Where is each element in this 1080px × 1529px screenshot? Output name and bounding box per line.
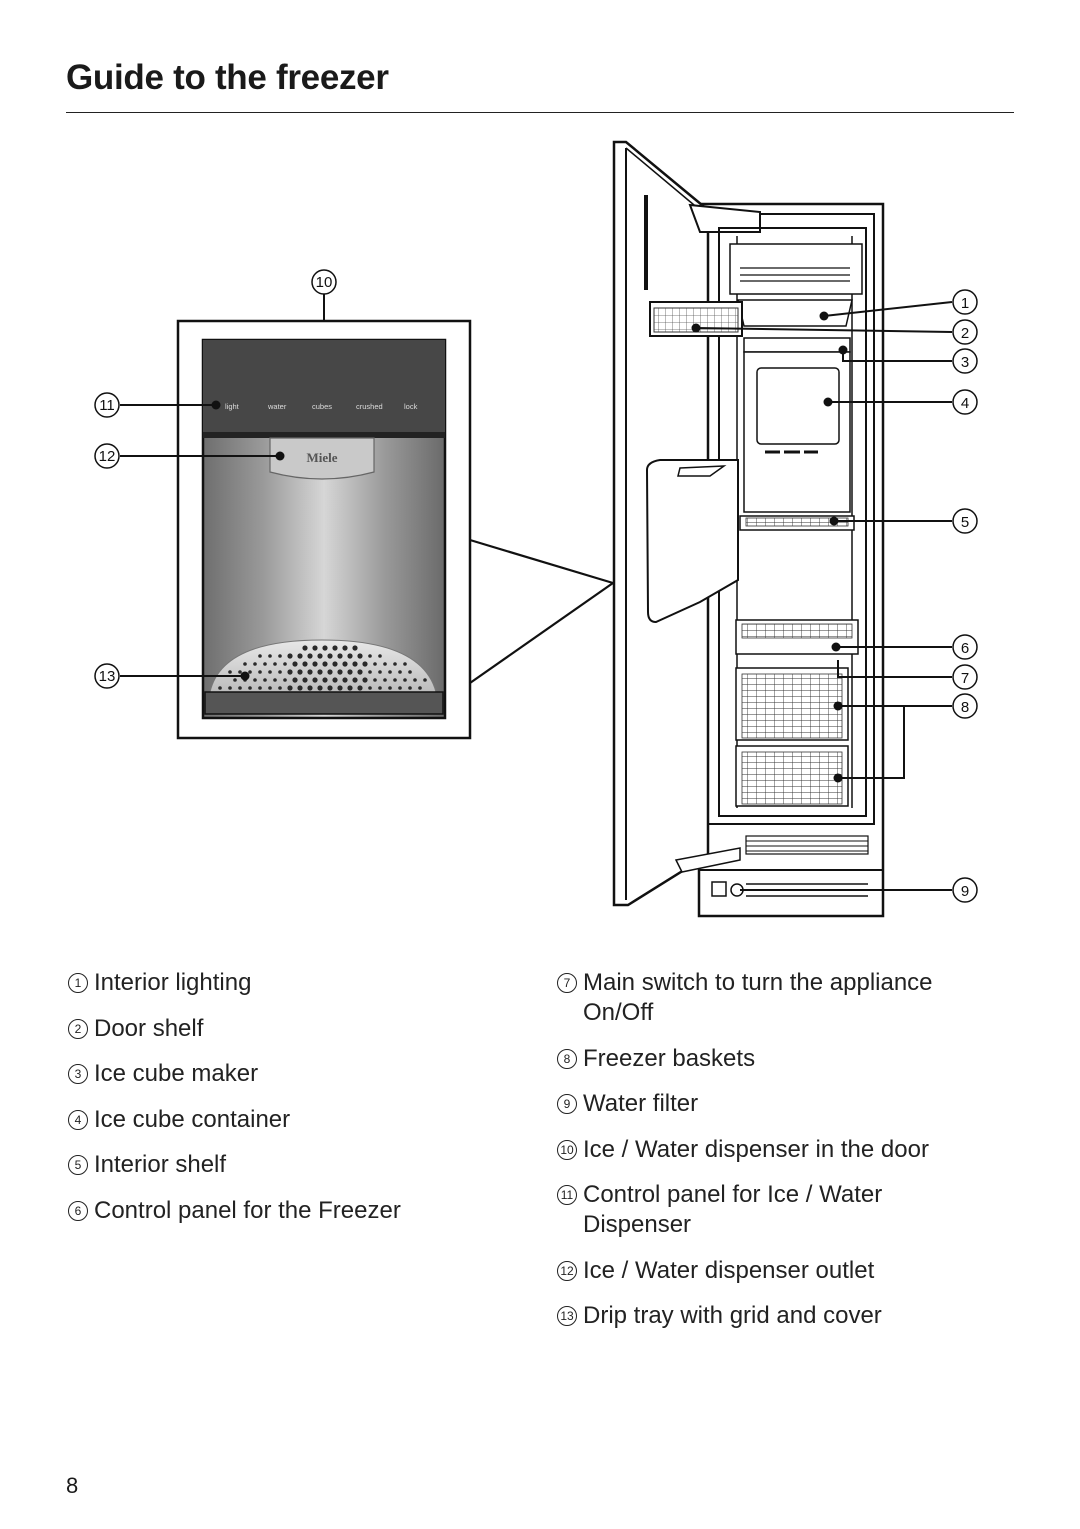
panel-label-lock: lock <box>404 402 418 411</box>
callout-6: 6 <box>952 634 978 660</box>
legend-text: Control panel for the Freezer <box>94 1196 401 1224</box>
legend-number: 2 <box>68 1018 88 1039</box>
legend-item-12: 12 Ice / Water dispenser outlet <box>557 1256 977 1286</box>
legend-item-11: 11 Control panel for Ice / Water Dispens… <box>557 1180 977 1240</box>
svg-text:13: 13 <box>99 668 116 685</box>
svg-text:12: 12 <box>99 448 116 465</box>
page-number: 8 <box>66 1473 79 1498</box>
legend-text: Interior shelf <box>94 1151 227 1178</box>
svg-text:1: 1 <box>961 295 969 312</box>
callout-7: 7 <box>952 664 978 690</box>
legend-number: 7 <box>557 973 577 993</box>
svg-text:4: 4 <box>961 395 969 412</box>
freezer-cabinet <box>612 140 885 918</box>
svg-text:5: 5 <box>961 514 969 531</box>
legend-item-8: 8 Freezer baskets <box>557 1044 977 1074</box>
legend-item-10: 10 Ice / Water dispenser in the door <box>557 1135 977 1165</box>
legend-number: 13 <box>557 1306 577 1326</box>
legend-number: 12 <box>557 1260 577 1281</box>
callout-10: 10 <box>311 269 337 295</box>
legend-text: Ice cube maker <box>94 1060 259 1087</box>
legend-text: Main switch to turn the appliance On/Off <box>583 969 933 1026</box>
freezer-diagram: light water cubes crushed lock Miele <box>94 140 978 918</box>
svg-text:2: 2 <box>961 325 969 342</box>
drip-tray-grid <box>218 645 427 691</box>
callout-13: 13 <box>94 663 120 689</box>
legend-number: 5 <box>68 1155 88 1175</box>
svg-text:9: 9 <box>961 883 969 900</box>
legend-number: 4 <box>68 1109 88 1130</box>
legend-number: 11 <box>557 1185 577 1205</box>
legend-text: Ice / Water dispenser outlet <box>583 1256 875 1284</box>
panel-label-light: light <box>225 402 240 411</box>
svg-text:8: 8 <box>961 699 969 716</box>
legend-number: 1 <box>68 973 88 993</box>
callout-3: 3 <box>952 348 978 374</box>
callout-12: 12 <box>94 443 120 469</box>
legend-text: Water filter <box>583 1090 699 1117</box>
legend-number: 9 <box>557 1094 577 1114</box>
legend-text: Ice / Water dispenser in the door <box>583 1135 929 1163</box>
legend-number: 3 <box>68 1064 88 1084</box>
callout-9: 9 <box>952 877 978 903</box>
panel-label-crushed: crushed <box>356 402 383 411</box>
callout-1: 1 <box>952 289 978 315</box>
legend-item-4: 4 Ice cube container <box>68 1105 401 1135</box>
legend-right: 7 Main switch to turn the appliance On/O… <box>557 968 977 1331</box>
svg-text:7: 7 <box>961 670 969 687</box>
title-divider <box>66 112 1014 113</box>
leader-lines <box>120 301 953 891</box>
callout-8: 8 <box>952 693 978 719</box>
dispenser-inset: light water cubes crushed lock Miele <box>176 294 614 740</box>
callout-2: 2 <box>952 319 978 345</box>
callout-11: 11 <box>94 392 120 418</box>
legend-text: Freezer baskets <box>583 1044 756 1072</box>
legend-text: Ice cube container <box>94 1105 291 1133</box>
callout-5: 5 <box>952 508 978 534</box>
miele-logo: Miele <box>306 450 337 465</box>
legend-item-7: 7 Main switch to turn the appliance On/O… <box>557 968 977 1028</box>
legend-item-2: 2 Door shelf <box>68 1014 401 1044</box>
page-title: Guide to the freezer <box>66 58 389 97</box>
legend-text: Control panel for Ice / Water Dispenser <box>583 1181 883 1238</box>
svg-text:11: 11 <box>99 397 115 414</box>
legend-number: 8 <box>557 1048 577 1069</box>
panel-label-cubes: cubes <box>312 402 332 411</box>
legend-number: 10 <box>557 1139 577 1160</box>
legend-item-1: 1 Interior lighting <box>68 968 401 998</box>
legend-text: Drip tray with grid and cover <box>583 1302 882 1329</box>
svg-text:6: 6 <box>961 640 969 657</box>
legend-item-9: 9 Water filter <box>557 1089 977 1119</box>
legend-left: 1 Interior lighting 2 Door shelf 3 Ice c… <box>68 968 401 1226</box>
svg-text:3: 3 <box>961 354 969 371</box>
legend-number: 6 <box>68 1200 88 1221</box>
panel-label-water: water <box>267 402 287 411</box>
legend-item-13: 13 Drip tray with grid and cover <box>557 1301 977 1331</box>
legend-item-3: 3 Ice cube maker <box>68 1059 401 1089</box>
svg-text:10: 10 <box>316 274 333 291</box>
callout-4: 4 <box>952 389 978 415</box>
legend-item-5: 5 Interior shelf <box>68 1150 401 1180</box>
legend-text: Interior lighting <box>94 969 252 996</box>
legend-item-6: 6 Control panel for the Freezer <box>68 1196 401 1226</box>
legend-text: Door shelf <box>94 1014 204 1042</box>
